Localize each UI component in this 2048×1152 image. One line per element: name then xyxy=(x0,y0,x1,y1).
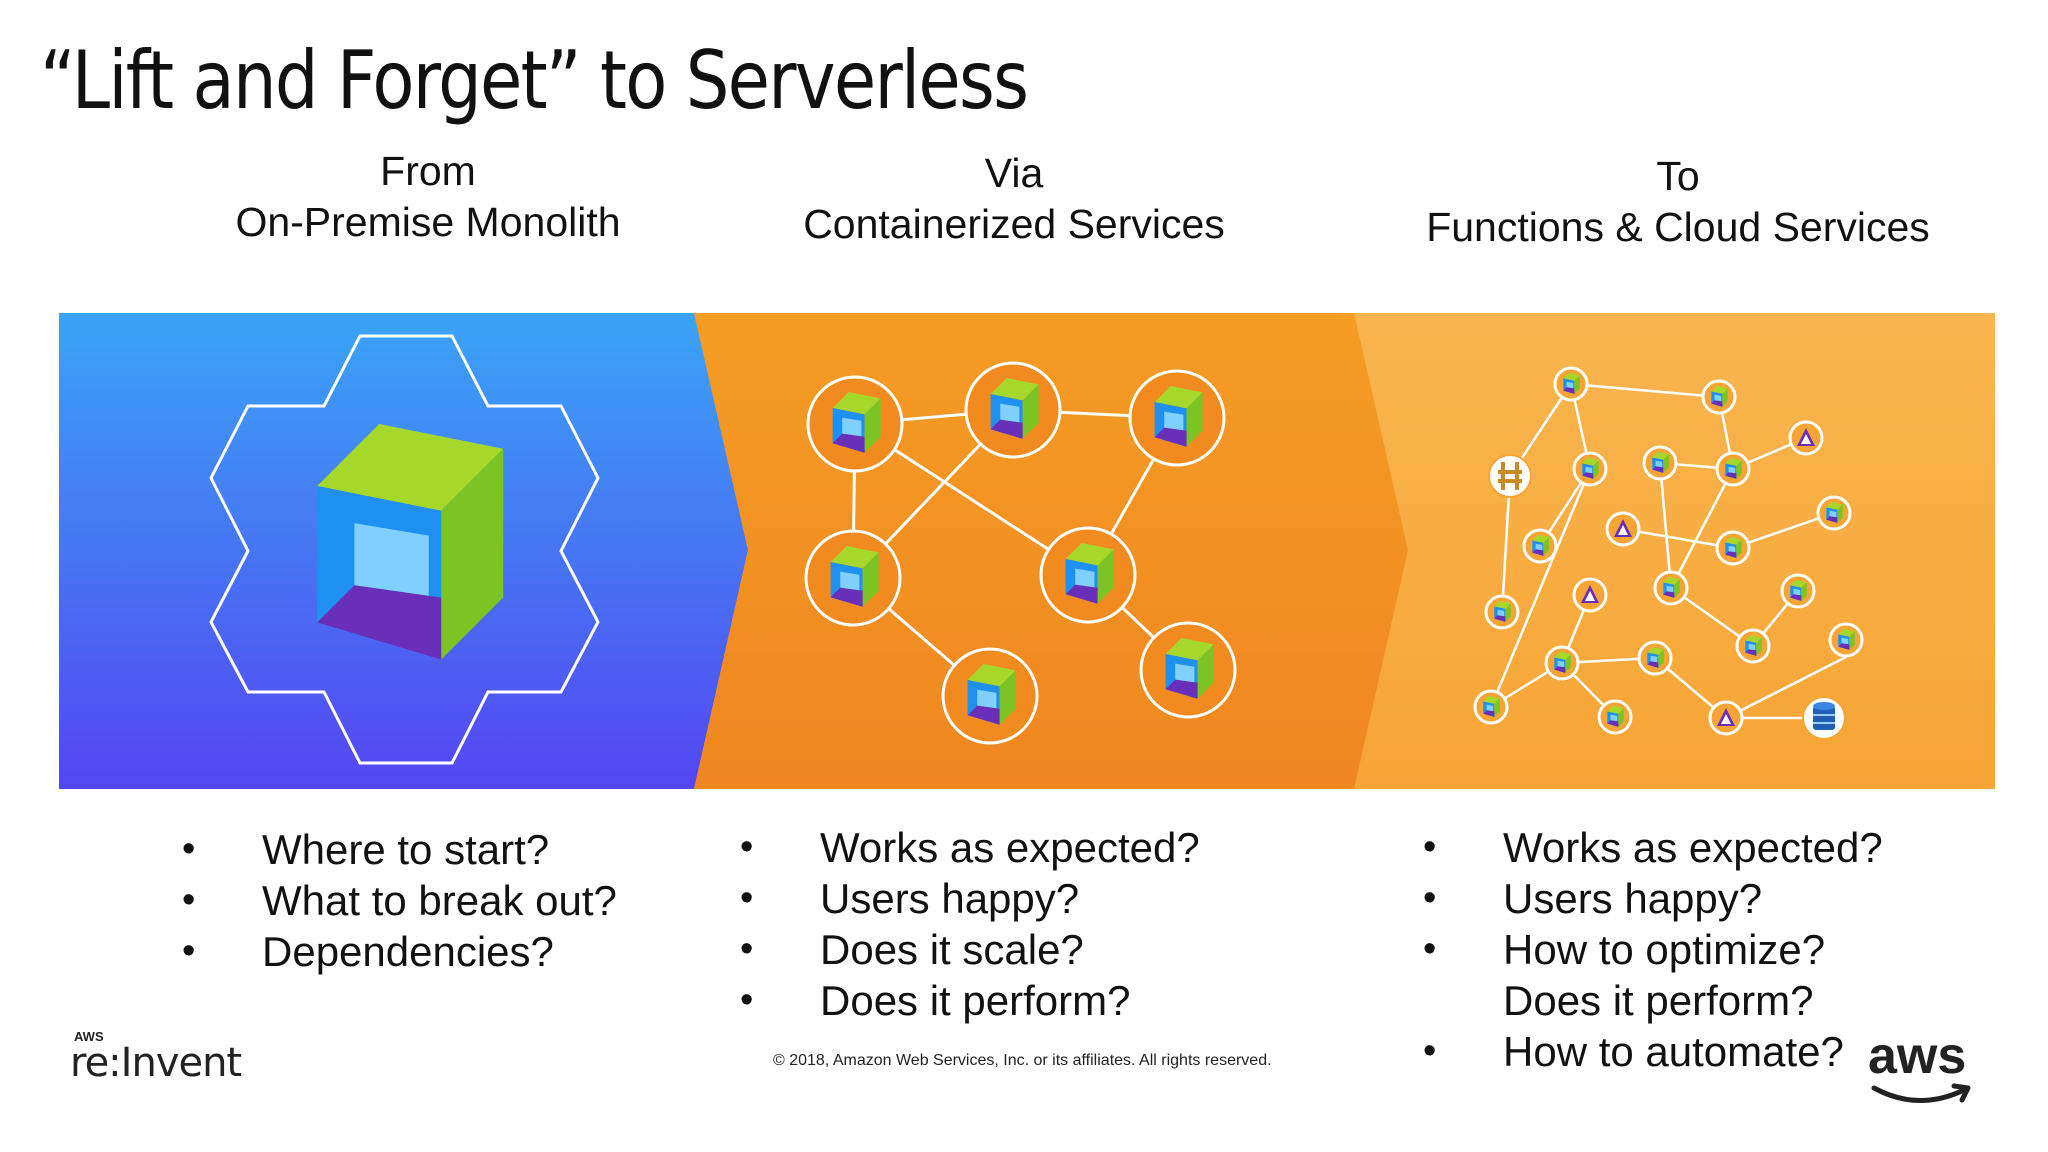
list-item: Works as expected? xyxy=(1423,822,1883,873)
function-node xyxy=(1522,528,1558,564)
list-item: Users happy? xyxy=(740,873,1200,924)
function-node xyxy=(1653,570,1689,606)
container-node xyxy=(1128,369,1226,467)
function-node xyxy=(1553,366,1589,402)
function-node xyxy=(1605,511,1641,547)
column-heading-from: From On-Premise Monolith xyxy=(198,146,658,248)
function-node xyxy=(1715,530,1751,566)
list-item: Does it perform? xyxy=(1503,977,1814,1024)
container-node xyxy=(804,529,902,627)
function-node xyxy=(1572,577,1608,613)
database-node xyxy=(1802,696,1846,740)
column-heading-line1: To xyxy=(1656,153,1700,199)
container-node xyxy=(941,647,1039,745)
container-node xyxy=(806,375,904,473)
aws-logo-text: aws xyxy=(1868,1027,1967,1085)
function-node xyxy=(1788,420,1824,456)
column-heading-line1: From xyxy=(380,148,476,194)
function-node xyxy=(1473,689,1509,725)
list-item: Does it perform? xyxy=(740,975,1200,1026)
function-node xyxy=(1715,451,1751,487)
list-item: Users happy? xyxy=(1423,873,1883,924)
list-item: Does it scale? xyxy=(740,924,1200,975)
bullet-list-via: Works as expected? Users happy? Does it … xyxy=(740,822,1200,1026)
container-node xyxy=(1039,526,1137,624)
copyright-notice: © 2018, Amazon Web Services, Inc. or its… xyxy=(773,1052,1272,1069)
aws-logo: aws xyxy=(1868,1030,1978,1112)
slide-title: “Lift and Forget” to Serverless xyxy=(40,34,1029,127)
bullet-list-to: Works as expected? Users happy? How to o… xyxy=(1423,822,1883,1077)
container-node xyxy=(964,361,1062,459)
bullet-list-from: Where to start? What to break out? Depen… xyxy=(182,824,617,977)
column-heading-via: Via Containerized Services xyxy=(764,148,1264,250)
list-item: How to optimize? xyxy=(1423,924,1883,975)
function-node xyxy=(1735,628,1771,664)
function-node xyxy=(1816,495,1852,531)
aws-smile-icon xyxy=(1871,1083,1971,1103)
reinvent-logo-text: re:Invent xyxy=(70,1040,242,1086)
list-item: Dependencies? xyxy=(182,926,617,977)
column-heading-line2: Functions & Cloud Services xyxy=(1426,204,1930,250)
list-item: What to break out? xyxy=(182,875,617,926)
function-node xyxy=(1544,645,1580,681)
function-node xyxy=(1597,699,1633,735)
monolith-cube xyxy=(317,424,504,660)
function-node xyxy=(1708,700,1744,736)
function-node xyxy=(1642,445,1678,481)
list-item: Where to start? xyxy=(182,824,617,875)
container-node xyxy=(1139,621,1237,719)
list-item: Works as expected? xyxy=(740,822,1200,873)
column-heading-line2: On-Premise Monolith xyxy=(235,199,621,245)
function-node xyxy=(1701,379,1737,415)
reinvent-logo-small-text: AWS xyxy=(74,1029,104,1044)
reinvent-logo: AWS re:Invent xyxy=(70,1029,242,1086)
function-node xyxy=(1780,573,1816,609)
function-node xyxy=(1828,622,1864,658)
function-node xyxy=(1572,451,1608,487)
column-heading-line2: Containerized Services xyxy=(803,201,1225,247)
column-heading-to: To Functions & Cloud Services xyxy=(1388,151,1968,253)
function-node xyxy=(1637,640,1673,676)
functions-panel xyxy=(1354,313,1995,789)
list-item: How to automate? xyxy=(1423,1026,1883,1077)
api-gateway-node xyxy=(1488,454,1532,498)
monolith-hexagon-outline xyxy=(209,334,600,765)
function-node xyxy=(1484,594,1520,630)
column-heading-line1: Via xyxy=(984,150,1044,196)
